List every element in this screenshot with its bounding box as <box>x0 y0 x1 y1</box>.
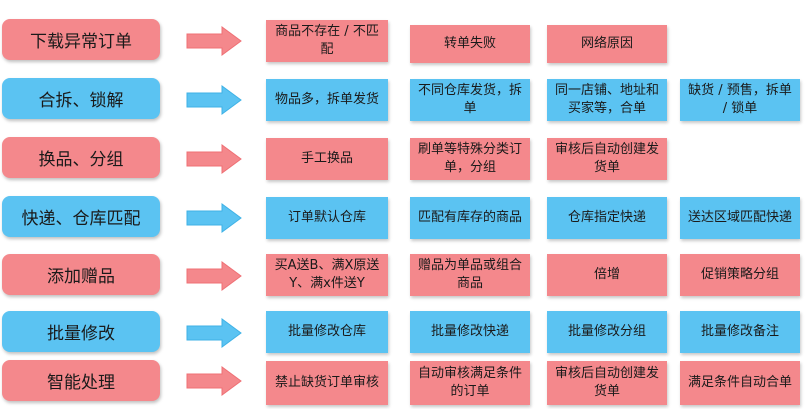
step-box: 手工换品 <box>266 138 388 180</box>
step-box: 批量修改仓库 <box>266 311 388 353</box>
step-box: 不同仓库发货，拆单 <box>410 79 530 121</box>
right-arrow-icon <box>186 261 242 291</box>
right-arrow-icon <box>186 85 242 115</box>
step-box: 转单失败 <box>410 25 530 63</box>
step-box: 同一店铺、地址和买家等，合单 <box>547 79 667 121</box>
step-box: 赠品为单品或组合商品 <box>410 254 530 296</box>
row-label-batch-edit: 批量修改 <box>2 311 160 352</box>
row-label-courier-warehouse: 快递、仓库匹配 <box>2 196 160 237</box>
step-box: 批量修改分组 <box>547 311 667 353</box>
step-box: 网络原因 <box>547 25 667 63</box>
step-box: 审核后自动创建发货单 <box>547 361 667 405</box>
step-box: 禁止缺货订单审核 <box>266 361 388 405</box>
step-box: 买A送B、满X原送Y、满x件送Y <box>266 254 388 296</box>
step-box: 批量修改备注 <box>680 311 800 353</box>
right-arrow-icon <box>186 366 242 396</box>
row-label-swap-group: 换品、分组 <box>2 137 160 178</box>
step-box: 商品不存在 / 不匹配 <box>266 20 388 62</box>
right-arrow-icon <box>186 203 242 233</box>
right-arrow-icon <box>186 26 242 56</box>
step-box: 满足条件自动合单 <box>680 361 800 405</box>
step-box: 物品多，拆单发货 <box>266 79 388 121</box>
step-box: 订单默认仓库 <box>266 197 388 239</box>
step-box: 自动审核满足条件的订单 <box>410 361 530 405</box>
step-box: 送达区域匹配快递 <box>680 197 800 239</box>
right-arrow-icon <box>186 318 242 348</box>
right-arrow-icon <box>186 144 242 174</box>
row-label-download-exception: 下载异常订单 <box>2 19 160 60</box>
step-box: 审核后自动创建发货单 <box>547 138 667 180</box>
row-label-add-gift: 添加赠品 <box>2 254 160 295</box>
step-box: 仓库指定快递 <box>547 197 667 239</box>
step-box: 促销策略分组 <box>680 254 800 296</box>
row-label-merge-split: 合拆、锁解 <box>2 78 160 119</box>
step-box: 刷单等特殊分类订单，分组 <box>410 138 530 180</box>
step-box: 倍增 <box>547 254 667 296</box>
step-box: 批量修改快递 <box>410 311 530 353</box>
row-label-smart-process: 智能处理 <box>2 360 160 401</box>
step-box: 缺货 / 预售，拆单 / 锁单 <box>680 79 800 121</box>
step-box: 匹配有库存的商品 <box>410 197 530 239</box>
